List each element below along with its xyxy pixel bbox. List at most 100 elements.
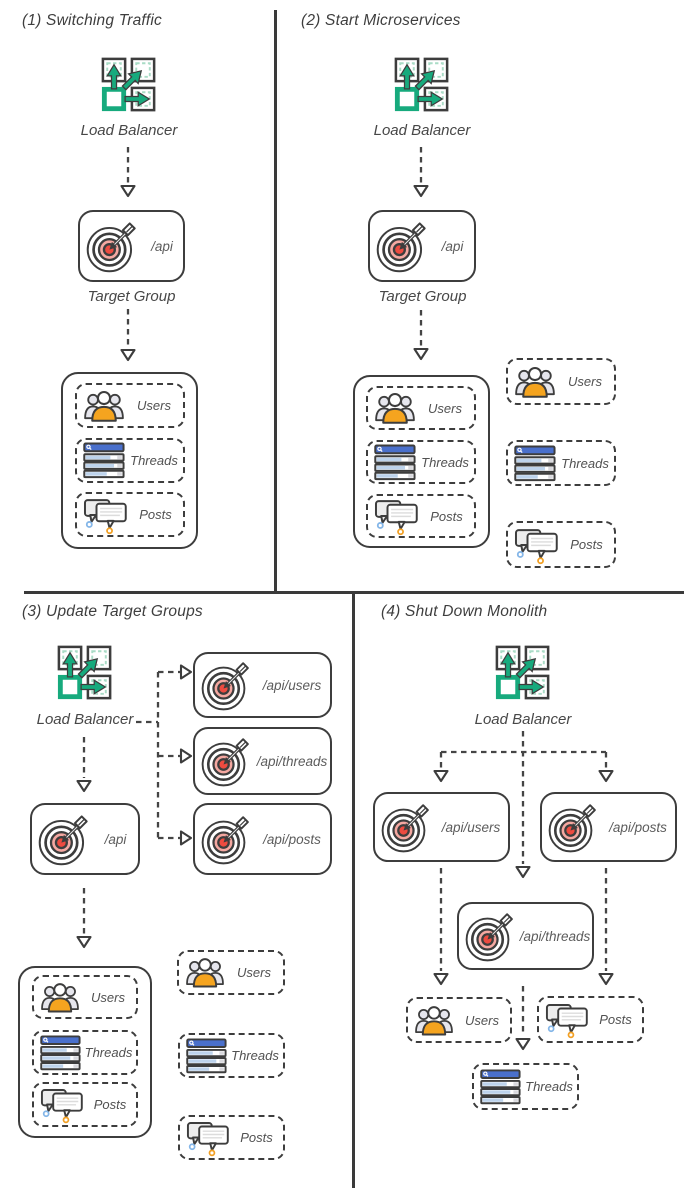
arrowhead-down	[413, 184, 429, 198]
target-group-caption: Target Group	[87, 288, 176, 305]
panel2-title: (2) Start Microservices	[301, 12, 461, 29]
service-label: Threads	[231, 1048, 279, 1063]
target-bullseye-icon	[85, 218, 141, 274]
users-group-icon	[414, 1003, 454, 1038]
users-group-icon	[374, 390, 416, 426]
users-group-icon	[40, 980, 80, 1015]
target-bullseye-icon	[464, 909, 518, 963]
microservice-box-posts: Posts	[537, 996, 644, 1043]
target-bullseye-icon	[380, 800, 434, 854]
divider-horizontal	[24, 591, 684, 594]
target-group-path: /api/threads	[256, 753, 328, 769]
service-label: Threads	[561, 455, 609, 471]
microservice-box-users: Users	[406, 997, 512, 1043]
panel4-title: (4) Shut Down Monolith	[381, 603, 548, 620]
arrowhead-right	[179, 830, 193, 846]
thread-list-icon	[514, 445, 556, 482]
load-balancer-label: Load Balancer	[80, 122, 178, 139]
thread-list-icon	[40, 1035, 81, 1071]
microservice-box-users: Users	[177, 950, 285, 995]
speech-bubbles-icon	[40, 1085, 84, 1124]
target-bullseye-icon	[200, 812, 254, 866]
service-label: Users	[568, 374, 602, 389]
service-label: Posts	[139, 507, 172, 522]
target-group-box-api-posts: /api/posts	[540, 792, 677, 862]
target-group-path: /api/posts	[263, 831, 321, 847]
arrowhead-down	[120, 348, 136, 362]
service-box-users: Users	[32, 975, 138, 1019]
target-group-path: /api	[104, 831, 127, 847]
load-balancer-icon	[100, 56, 158, 114]
service-label: Users	[137, 398, 171, 413]
microservice-box-users: Users	[506, 358, 616, 405]
users-group-icon	[83, 388, 125, 424]
arrowhead-down	[120, 184, 136, 198]
microservice-box-posts: Posts	[506, 521, 616, 568]
load-balancer-icon	[494, 644, 552, 702]
speech-bubbles-icon	[514, 525, 559, 565]
panel3-title: (3) Update Target Groups	[22, 603, 203, 620]
target-group-caption: Target Group	[378, 288, 467, 305]
load-balancer-icon	[393, 56, 451, 114]
load-balancer-label: Load Balancer	[474, 711, 572, 728]
divider-vertical-bottom	[352, 593, 355, 1188]
service-box-posts: Posts	[366, 494, 476, 538]
arrowhead-down	[433, 972, 449, 986]
arrowhead-down	[76, 935, 92, 949]
load-balancer-icon	[56, 644, 114, 702]
service-label: Users	[465, 1012, 499, 1028]
speech-bubbles-icon	[186, 1118, 230, 1157]
arrowhead-down	[598, 769, 614, 783]
service-box-users: Users	[366, 386, 476, 430]
target-bullseye-icon	[200, 658, 254, 712]
load-balancer-label: Load Balancer	[373, 122, 471, 139]
microservice-box-threads: Threads	[178, 1033, 285, 1078]
target-bullseye-icon	[200, 734, 254, 788]
microservice-box-posts: Posts	[178, 1115, 285, 1160]
target-group-path: /api/users	[262, 677, 322, 693]
target-group-path: /api	[151, 238, 173, 254]
service-label: Users	[237, 965, 271, 980]
service-box-threads: Threads	[75, 438, 185, 483]
speech-bubbles-icon	[374, 496, 419, 536]
divider-vertical-top	[274, 10, 277, 592]
thread-list-icon	[374, 444, 416, 481]
target-group-box-api-threads: /api/threads	[193, 727, 332, 795]
target-group-path: /api/posts	[609, 819, 667, 835]
service-label: Posts	[93, 1097, 127, 1112]
target-group-path: /api/threads	[519, 928, 591, 944]
users-group-icon	[185, 955, 225, 990]
service-box-posts: Posts	[32, 1082, 138, 1127]
service-label: Threads	[421, 454, 469, 470]
panel1-title: (1) Switching Traffic	[22, 12, 162, 29]
service-box-threads: Threads	[366, 440, 476, 484]
target-group-box-api-users: /api/users	[193, 652, 332, 718]
thread-list-icon	[186, 1038, 227, 1074]
service-box-threads: Threads	[32, 1030, 138, 1075]
arrowhead-right	[179, 748, 193, 764]
target-group-box-api: /api	[30, 803, 140, 875]
arrowhead-down	[515, 1037, 531, 1051]
target-group-box-api-users: /api/users	[373, 792, 510, 862]
thread-list-icon	[480, 1069, 521, 1105]
users-group-icon	[514, 364, 556, 400]
arrowhead-down	[413, 347, 429, 361]
target-bullseye-icon	[37, 811, 93, 867]
service-label: Users	[91, 989, 125, 1005]
service-label: Posts	[240, 1130, 273, 1145]
service-label: Posts	[599, 1012, 632, 1027]
service-label: Posts	[570, 537, 603, 552]
microservice-box-threads: Threads	[506, 440, 616, 486]
service-label: Threads	[525, 1079, 573, 1094]
target-group-box-api: /api	[78, 210, 185, 282]
arrowhead-down	[598, 972, 614, 986]
target-group-box-api-posts: /api/posts	[193, 803, 332, 875]
arrowhead-down	[433, 769, 449, 783]
arrowhead-down	[515, 865, 531, 879]
target-group-box-api-threads: /api/threads	[457, 902, 594, 970]
target-bullseye-icon	[375, 218, 431, 274]
service-label: Posts	[430, 508, 463, 524]
target-group-box-api: /api	[368, 210, 476, 282]
target-bullseye-icon	[547, 800, 601, 854]
